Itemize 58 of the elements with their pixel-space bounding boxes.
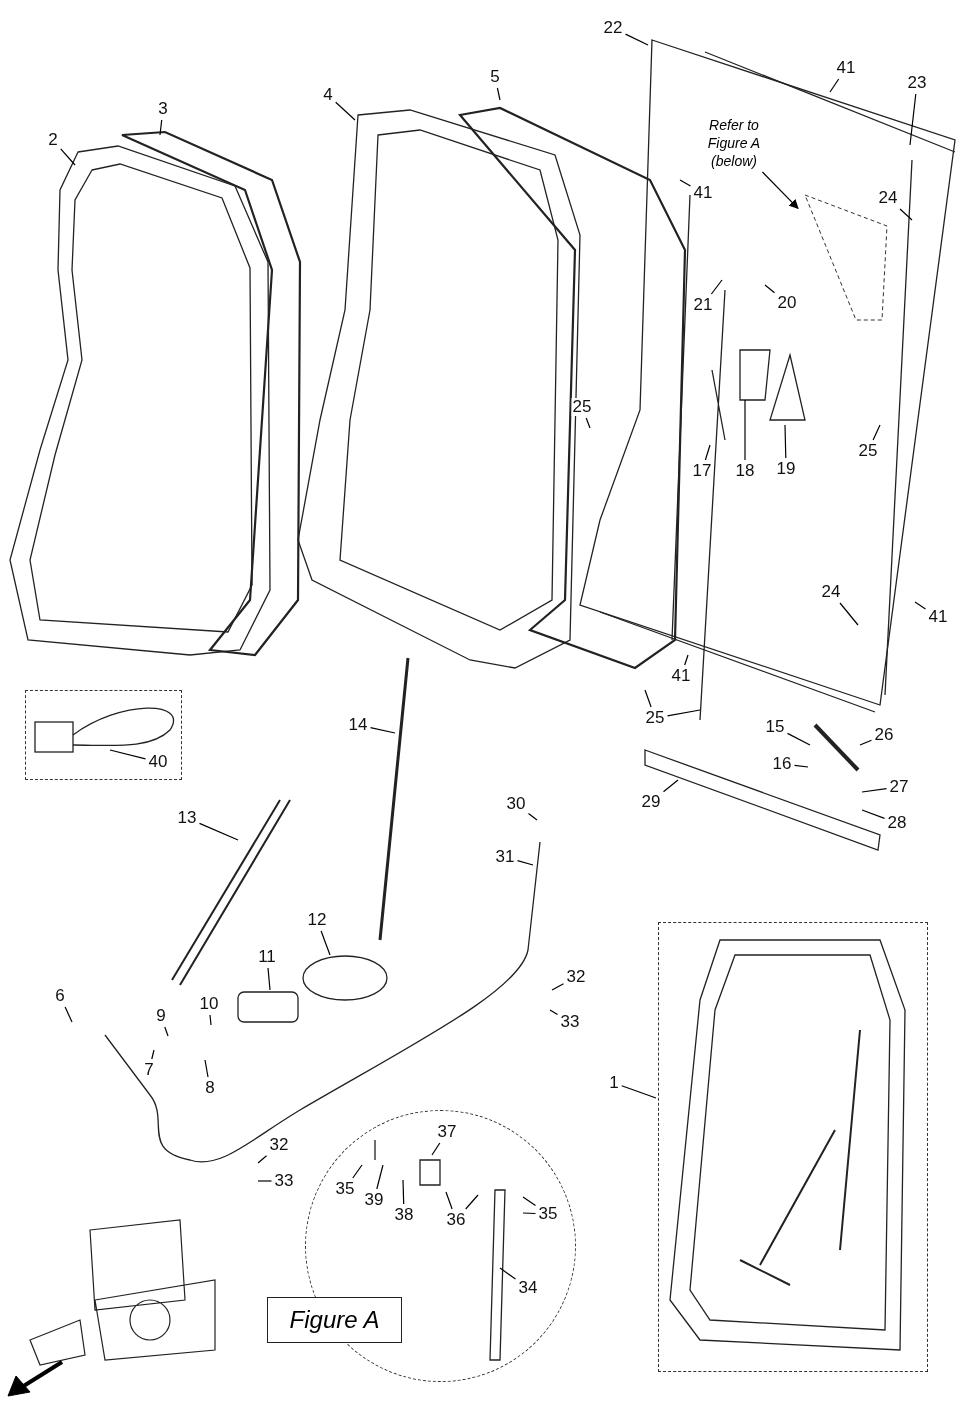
leader-line — [496, 87, 501, 101]
leader-line — [914, 601, 927, 610]
leader-line — [549, 1009, 559, 1016]
dashed-frame — [25, 690, 182, 780]
leader-line — [909, 93, 917, 146]
leader-line — [744, 399, 746, 461]
leader-line — [320, 930, 331, 956]
leader-line — [204, 1059, 209, 1078]
leader-line — [786, 732, 811, 746]
leader-line — [151, 1049, 155, 1060]
leader-line — [522, 1212, 537, 1215]
leader-line — [624, 33, 649, 46]
leader-line — [267, 967, 271, 991]
leader-line — [644, 689, 652, 708]
arrow — [761, 171, 799, 210]
leader-line — [839, 602, 859, 626]
leader-line — [621, 1085, 657, 1099]
leader-line — [710, 279, 723, 295]
leader-line — [431, 1142, 441, 1156]
leader-line — [198, 822, 239, 841]
leader-line — [793, 764, 809, 768]
leader-line — [516, 860, 534, 866]
leader-line — [164, 1026, 169, 1037]
leader-line — [60, 148, 76, 166]
leader-line — [527, 812, 538, 821]
leader-line — [899, 208, 913, 221]
leader-line — [522, 1196, 537, 1207]
leader-line — [109, 749, 147, 760]
leader-line — [335, 101, 356, 121]
leader-line — [402, 1179, 405, 1205]
leader-line — [352, 1164, 363, 1179]
leader-line — [376, 1164, 384, 1190]
leader-line — [257, 1155, 268, 1164]
dashed-frame — [658, 922, 928, 1372]
leader-line — [662, 779, 679, 793]
leader-line — [369, 727, 396, 734]
leader-line — [679, 179, 692, 187]
leader-line — [861, 809, 886, 819]
leader-line — [666, 709, 701, 717]
leader-line — [684, 654, 689, 666]
leader-line — [499, 1267, 517, 1280]
leader-line — [445, 1191, 453, 1210]
leader-line — [257, 1180, 273, 1182]
figure-label: Figure A — [267, 1297, 402, 1343]
leader-line — [465, 1194, 479, 1210]
leader-line — [704, 444, 711, 461]
leader-line — [551, 983, 565, 991]
leader-line — [861, 788, 888, 793]
leader-line — [585, 417, 591, 429]
leader-line — [859, 739, 873, 746]
leader-line — [829, 78, 840, 93]
callout-number: 25 — [571, 398, 593, 416]
leader-line — [764, 284, 776, 294]
leader-line — [159, 119, 163, 136]
leader-line — [784, 424, 787, 459]
leader-line — [872, 424, 881, 441]
leader-line — [209, 1014, 212, 1026]
leader-line — [64, 1006, 73, 1023]
